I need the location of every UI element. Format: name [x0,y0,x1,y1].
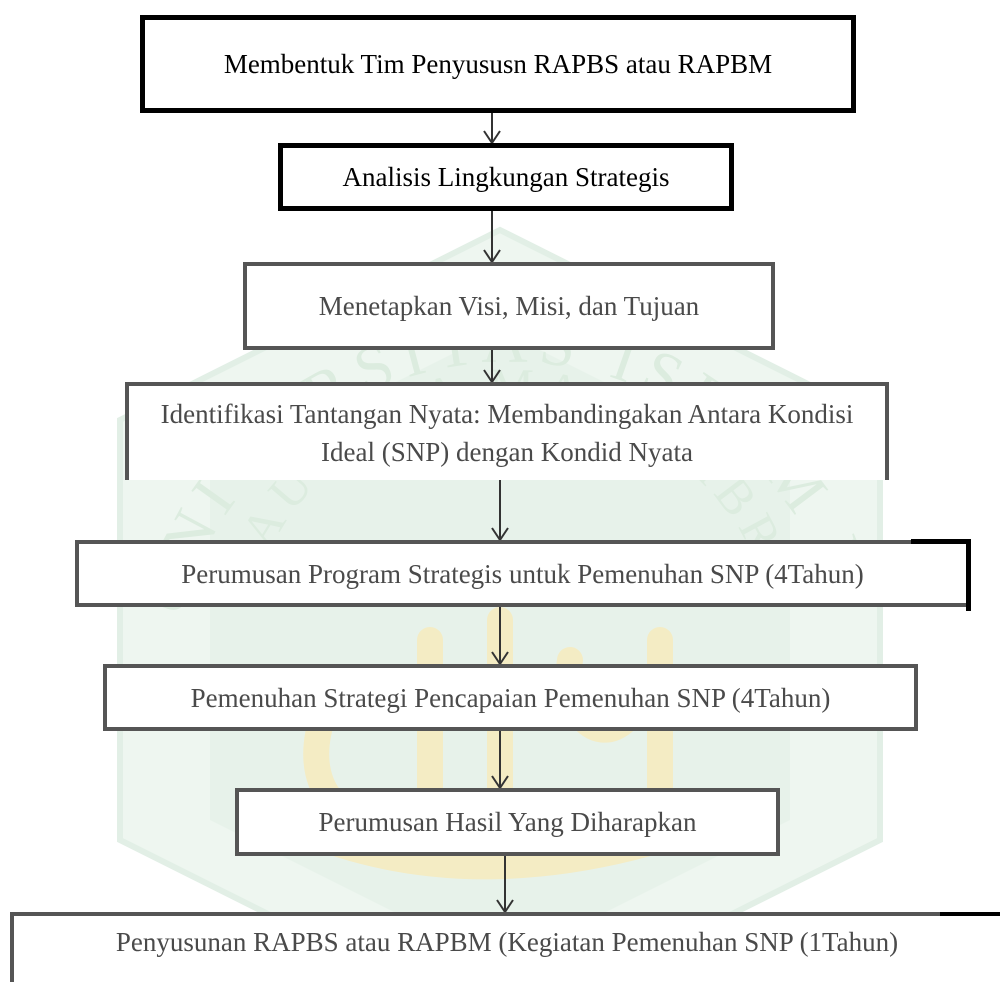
arrow-1-to-2 [483,113,501,145]
step-5-box: Perumusan Program Strategis untuk Pemenu… [75,539,971,611]
step-1-box: Membentuk Tim Penyususn RAPBS atau RAPBM [140,15,856,113]
arrow-7-to-8 [496,856,514,914]
arrow-6-to-7 [491,731,509,790]
arrow-2-to-3 [483,211,501,264]
arrow-5-to-6 [491,607,509,666]
step-7-label: Perumusan Hasil Yang Diharapkan [318,807,697,837]
step-8-box: Penyusunan RAPBS atau RAPBM (Kegiatan Pe… [10,912,1000,982]
step-4-label: Identifikasi Tantangan Nyata: Membanding… [160,399,854,467]
step-1-label: Membentuk Tim Penyususn RAPBS atau RAPBM [223,49,773,79]
step-2-box: Analisis Lingkungan Strategis [278,143,734,211]
step-5-label: Perumusan Program Strategis untuk Pemenu… [181,558,864,589]
step-6-label: Pemenuhan Strategi Pencapaian Pemenuhan … [190,682,831,713]
step-2-label: Analisis Lingkungan Strategis [342,162,670,192]
step-3-box: Menetapkan Visi, Misi, dan Tujuan [243,262,775,350]
step-3-label: Menetapkan Visi, Misi, dan Tujuan [318,291,700,321]
arrow-3-to-4 [483,350,501,384]
step-6-box: Pemenuhan Strategi Pencapaian Pemenuhan … [103,664,918,731]
arrow-4-to-5 [491,480,509,542]
step-7-box: Perumusan Hasil Yang Diharapkan [235,788,780,856]
step-4-box: Identifikasi Tantangan Nyata: Membanding… [125,382,889,480]
step-8-label: Penyusunan RAPBS atau RAPBM (Kegiatan Pe… [115,927,899,957]
